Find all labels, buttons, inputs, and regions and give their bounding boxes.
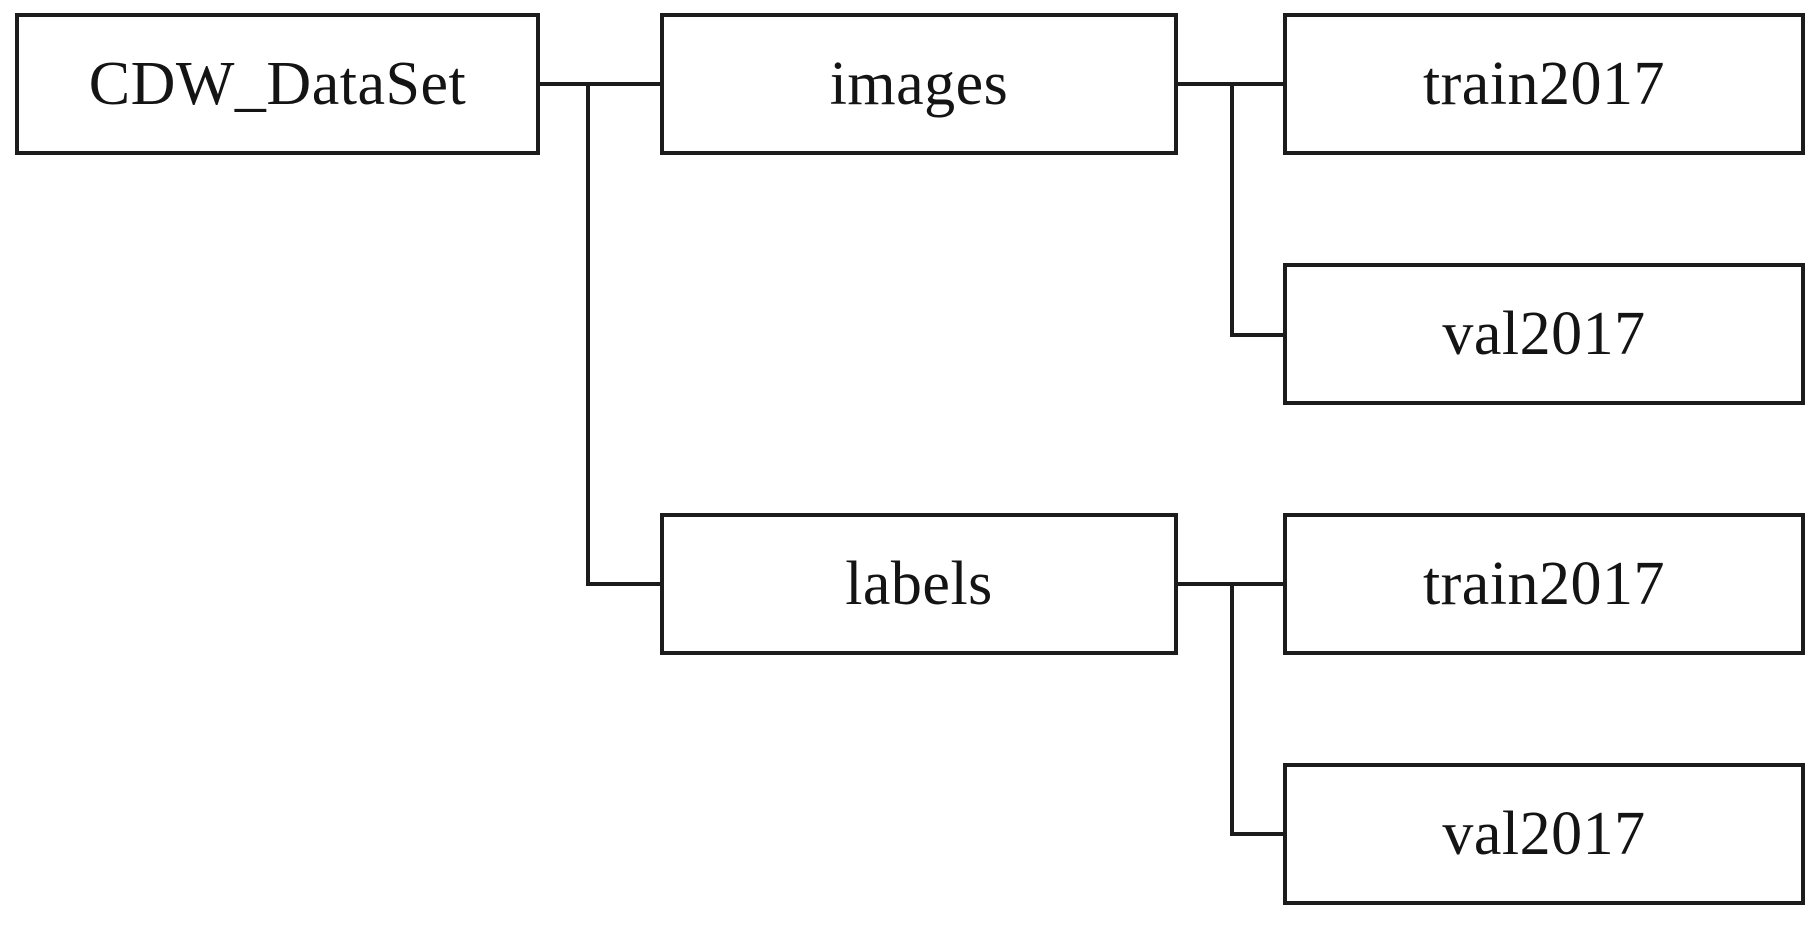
connector-labels-to-val2017 xyxy=(1230,832,1283,836)
node-labels-val2017-label: val2017 xyxy=(1442,800,1646,868)
connector-root-trunk-vertical xyxy=(586,82,590,586)
node-cdw-dataset-label: CDW_DataSet xyxy=(88,50,467,118)
node-images-train2017: train2017 xyxy=(1283,13,1805,155)
node-images-val2017-label: val2017 xyxy=(1442,300,1646,368)
connector-labels-branch-vertical xyxy=(1230,582,1234,836)
node-cdw-dataset: CDW_DataSet xyxy=(15,13,540,155)
connector-images-to-val2017 xyxy=(1230,333,1283,337)
node-labels-train2017-label: train2017 xyxy=(1422,550,1666,618)
connector-root-trunk-horizontal xyxy=(540,82,660,86)
node-images-train2017-label: train2017 xyxy=(1422,50,1666,118)
node-labels-label: labels xyxy=(845,550,993,618)
node-labels-val2017: val2017 xyxy=(1283,763,1805,905)
node-labels: labels xyxy=(660,513,1178,655)
connector-images-branch-vertical xyxy=(1230,82,1234,337)
connector-root-to-labels xyxy=(586,582,660,586)
node-images: images xyxy=(660,13,1178,155)
node-images-val2017: val2017 xyxy=(1283,263,1805,405)
node-labels-train2017: train2017 xyxy=(1283,513,1805,655)
node-images-label: images xyxy=(829,50,1009,118)
